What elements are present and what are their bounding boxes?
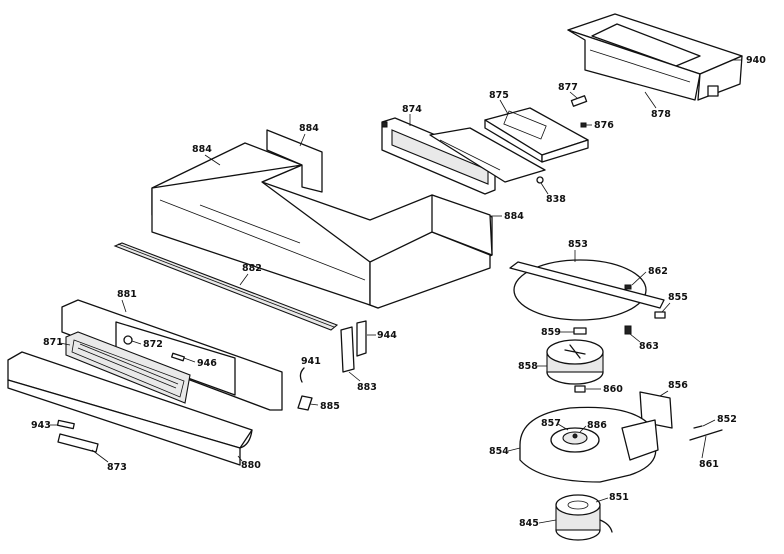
callout-877: 877 (558, 82, 578, 93)
callout-883: 883 (357, 382, 377, 393)
part-panel-881 (61, 299, 283, 411)
part-bracket-875 (484, 107, 589, 163)
part-bracket-944 (356, 320, 367, 357)
part-wheel-858 (546, 339, 604, 385)
part-bracket-883 (340, 326, 355, 373)
part-blower-housing-854 (519, 406, 659, 483)
part-clip-943 (56, 419, 75, 430)
callout-862: 862 (648, 266, 668, 277)
part-clip-855 (654, 311, 666, 319)
part-duct-878 (567, 13, 743, 101)
callout-944: 944 (377, 330, 397, 341)
callout-856: 856 (668, 380, 688, 391)
part-pin-852 (693, 425, 703, 429)
part-screw-863 (624, 325, 632, 335)
callout-943: 943 (31, 420, 51, 431)
callout-875: 875 (489, 90, 509, 101)
callout-881: 881 (117, 289, 137, 300)
part-cord-861 (689, 429, 723, 441)
part-filter-871 (65, 331, 191, 404)
callout-874: 874 (402, 104, 422, 115)
part-nut-860 (574, 385, 586, 393)
callout-860: 860 (603, 384, 623, 395)
callout-858: 858 (518, 361, 538, 372)
part-housing-884 (151, 129, 493, 309)
callout-845: 845 (519, 518, 539, 529)
part-motor-851 (555, 494, 613, 541)
part-rail-882 (113, 242, 339, 331)
callout-872: 872 (143, 339, 163, 350)
callout-941: 941 (301, 356, 321, 367)
part-spring-941 (299, 367, 305, 383)
part-front-cover-880 (7, 351, 253, 466)
callout-878: 878 (651, 109, 671, 120)
callout-838: 838 (546, 194, 566, 205)
callout-882: 882 (242, 263, 262, 274)
callout-884-left: 884 (192, 144, 212, 155)
part-nut-859 (573, 327, 587, 335)
callout-863: 863 (639, 341, 659, 352)
callout-852: 852 (717, 414, 737, 425)
callout-876: 876 (594, 120, 614, 131)
part-latch-885 (297, 395, 313, 411)
callout-854: 854 (489, 446, 509, 457)
callout-940: 940 (746, 55, 766, 66)
part-plate-853 (509, 259, 665, 321)
callout-946: 946 (197, 358, 217, 369)
part-handle-873 (57, 433, 99, 453)
callout-885: 885 (320, 401, 340, 412)
callout-861: 861 (699, 459, 719, 470)
callout-871: 871 (43, 337, 63, 348)
callout-853: 853 (568, 239, 588, 250)
callout-886: 886 (587, 420, 607, 431)
part-clip-877 (570, 95, 588, 107)
part-screw-876 (580, 122, 587, 128)
part-frame-874 (381, 117, 546, 195)
callout-859: 859 (541, 327, 561, 338)
callout-884-top: 884 (299, 123, 319, 134)
callout-851: 851 (609, 492, 629, 503)
callout-857: 857 (541, 418, 561, 429)
callout-873: 873 (107, 462, 127, 473)
callout-884-right: 884 (504, 211, 524, 222)
part-screw-838 (536, 176, 544, 184)
callout-855: 855 (668, 292, 688, 303)
callout-880: 880 (241, 460, 261, 471)
